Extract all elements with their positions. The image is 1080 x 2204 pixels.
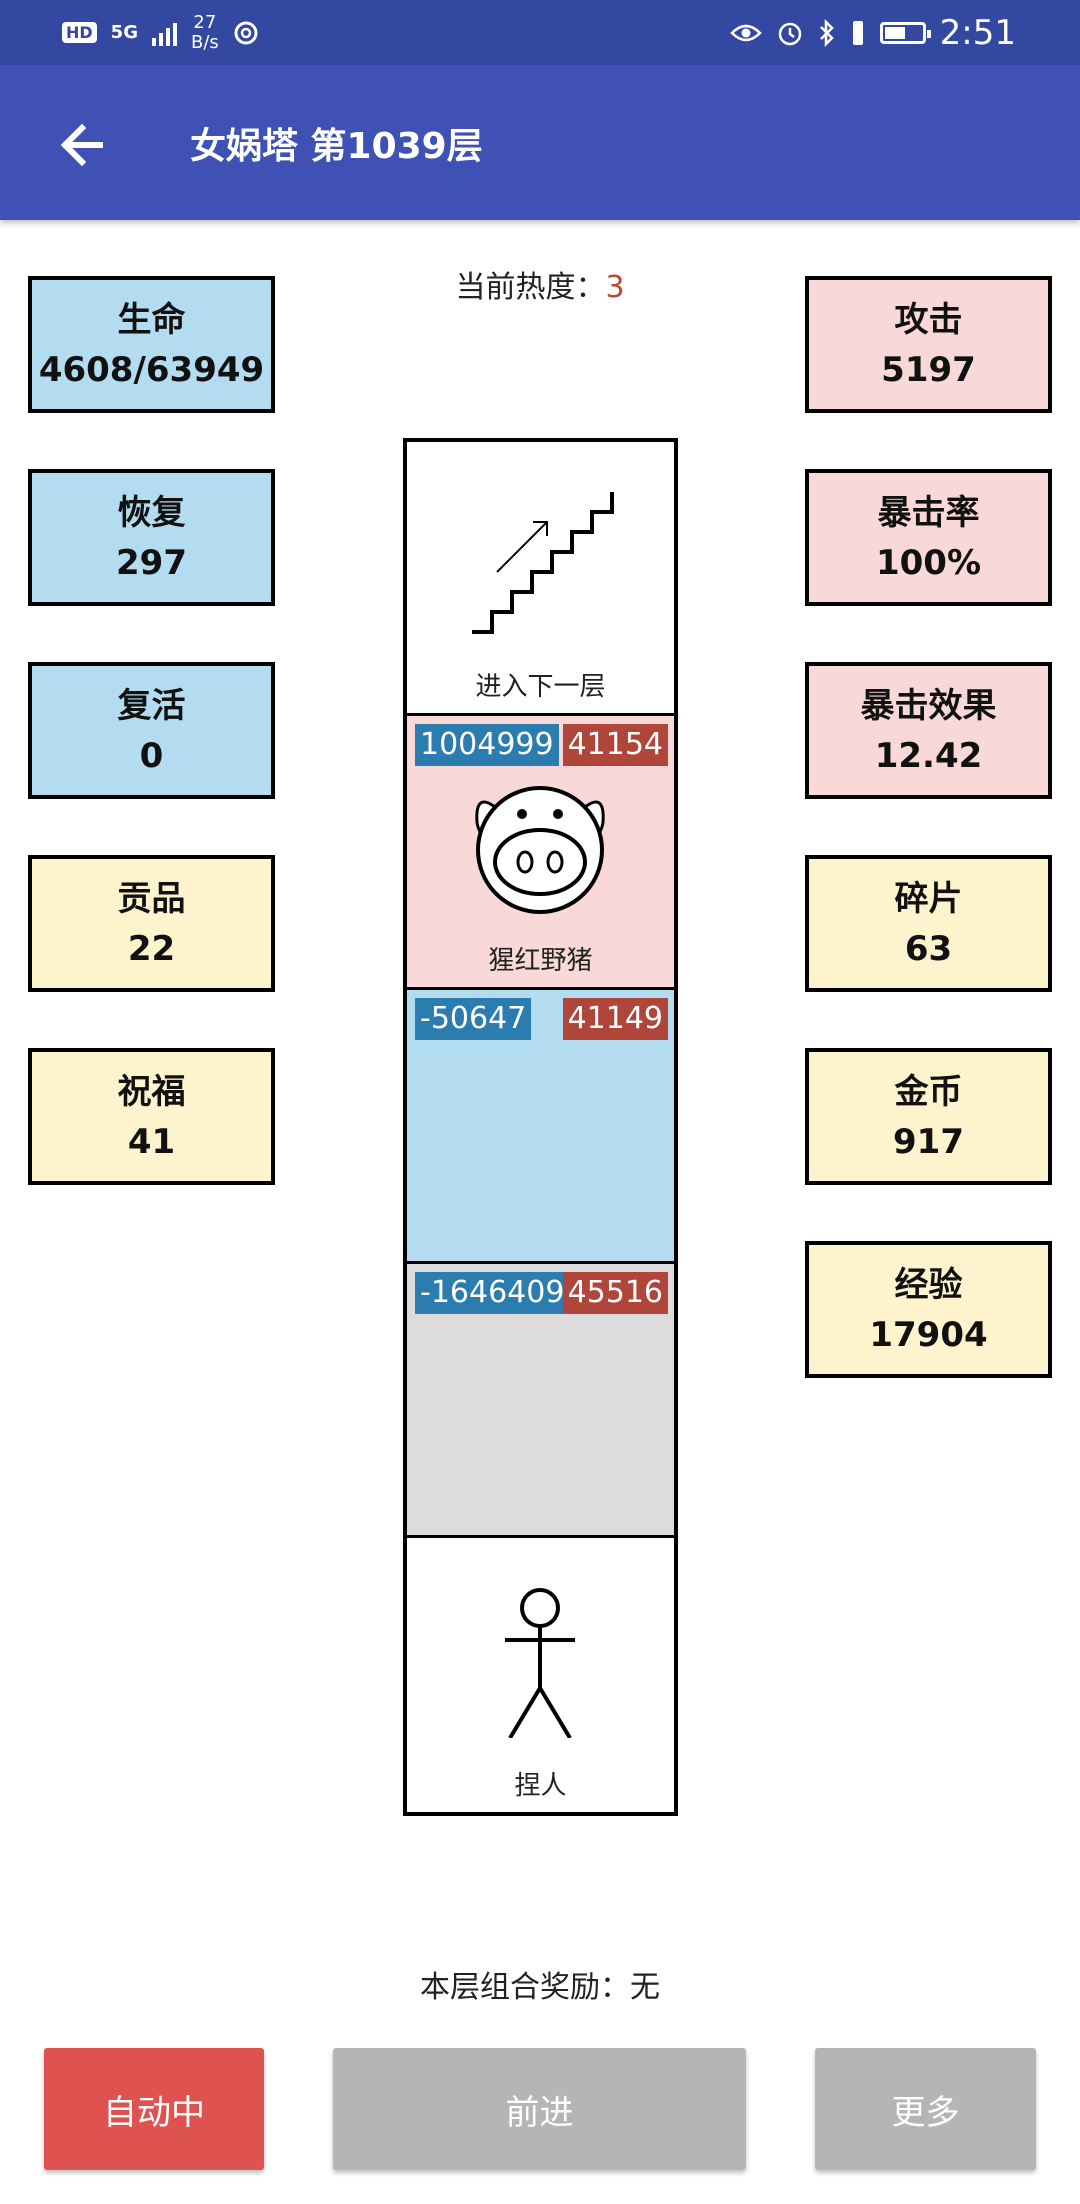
arrow-left-icon[interactable] [52,115,112,175]
stat-label: 贡品 [117,878,186,919]
loading-icon [234,21,258,44]
stat-label: 暴击率 [877,492,980,533]
stat-label: 暴击效果 [860,685,997,726]
auto-button[interactable]: 自动中 [44,2048,264,2170]
player-label: 捏人 [514,1771,567,1801]
tower-floor-gray[interactable]: -1646409 45516 [407,1264,674,1538]
vibrate-icon [852,20,863,45]
stat-label: 金币 [894,1071,963,1112]
stat-label: 恢复 [117,492,186,533]
stat-label: 复活 [117,685,186,726]
network-type: 5G [110,22,138,43]
stick-figure-icon [505,1588,575,1738]
tower-stairs-cell[interactable]: 进入下一层 [407,442,674,716]
status-bar: HD 5G 27 B/s 2:51 [0,0,1080,65]
stairs-icon [472,492,614,634]
stat-fragments: 碎片 63 [805,855,1052,992]
status-left: HD 5G 27 B/s [62,10,259,55]
tower-floor-blue[interactable]: -50647 41149 [407,990,674,1264]
heat-indicator: 当前热度：3 [0,262,1080,306]
battery-icon [879,21,931,44]
stat-value: 63 [904,928,953,969]
stat-value: 100% [875,542,982,583]
stat-regen: 恢复 297 [28,469,275,606]
monster-hp-tag: 1004999 [415,724,559,766]
floor-hp-tag: -1646409 [415,1272,570,1314]
stat-crit-effect: 暴击效果 12.42 [805,662,1052,799]
stat-label: 碎片 [894,878,963,919]
stat-value: 41 [127,1121,176,1162]
alarm-icon [778,22,801,45]
stat-value: 4608/63949 [38,349,265,390]
floor-attack-tag: 45516 [562,1272,668,1314]
heat-label: 当前热度： [455,270,606,305]
stat-offering: 贡品 22 [28,855,275,992]
floor-hp-tag: -50647 [415,998,532,1040]
floor-attack-tag: 41149 [562,998,668,1040]
combo-reward: 本层组合奖励：无 [0,1962,1080,2006]
app-bar: 女娲塔 第1039层 [0,65,1080,220]
tower-floor-monster[interactable]: 1004999 41154 猩红野猪 [407,716,674,990]
speed-value: 27 [193,11,217,33]
tower: 进入下一层 1004999 41154 猩红野猪 -50647 41149 -1… [403,438,678,1816]
stat-experience: 经验 17904 [805,1241,1052,1378]
stat-revive: 复活 0 [28,662,275,799]
stat-value: 5197 [881,349,976,390]
more-button[interactable]: 更多 [815,2048,1036,2170]
stat-attack: 攻击 5197 [805,276,1052,413]
stat-crit-rate: 暴击率 100% [805,469,1052,606]
stat-value: 297 [116,542,187,583]
stat-value: 17904 [869,1314,988,1355]
stat-label: 攻击 [894,299,963,340]
stat-value: 22 [127,928,176,969]
pig-icon [475,786,605,914]
stat-value: 0 [139,735,164,776]
page-title: 女娲塔 第1039层 [190,126,483,167]
combo-label: 本层组合奖励： [420,1970,630,2005]
stat-label: 祝福 [117,1071,186,1112]
combo-value: 无 [630,1970,660,2005]
heat-value: 3 [605,270,625,305]
stat-value: 12.42 [874,735,983,776]
stat-blessing: 祝福 41 [28,1048,275,1185]
stat-hp: 生命 4608/63949 [28,276,275,413]
status-right: 2:51 [729,10,1016,55]
status-time: 2:51 [939,12,1016,53]
monster-attack-tag: 41154 [562,724,668,766]
hd-icon: HD [62,22,97,43]
speed-unit: B/s [190,31,219,53]
tower-player-cell[interactable]: 捏人 [407,1538,674,1812]
stat-gold: 金币 917 [805,1048,1052,1185]
stat-label: 生命 [117,299,186,340]
eye-icon [729,24,762,41]
monster-name: 猩红野猪 [488,946,593,976]
forward-button[interactable]: 前进 [333,2048,746,2170]
stat-label: 经验 [894,1264,963,1305]
stat-value: 917 [893,1121,964,1162]
network-speed: 27 B/s [190,11,219,53]
signal-icon [151,20,177,46]
bluetooth-icon [819,18,834,47]
stairs-label: 进入下一层 [475,672,606,702]
